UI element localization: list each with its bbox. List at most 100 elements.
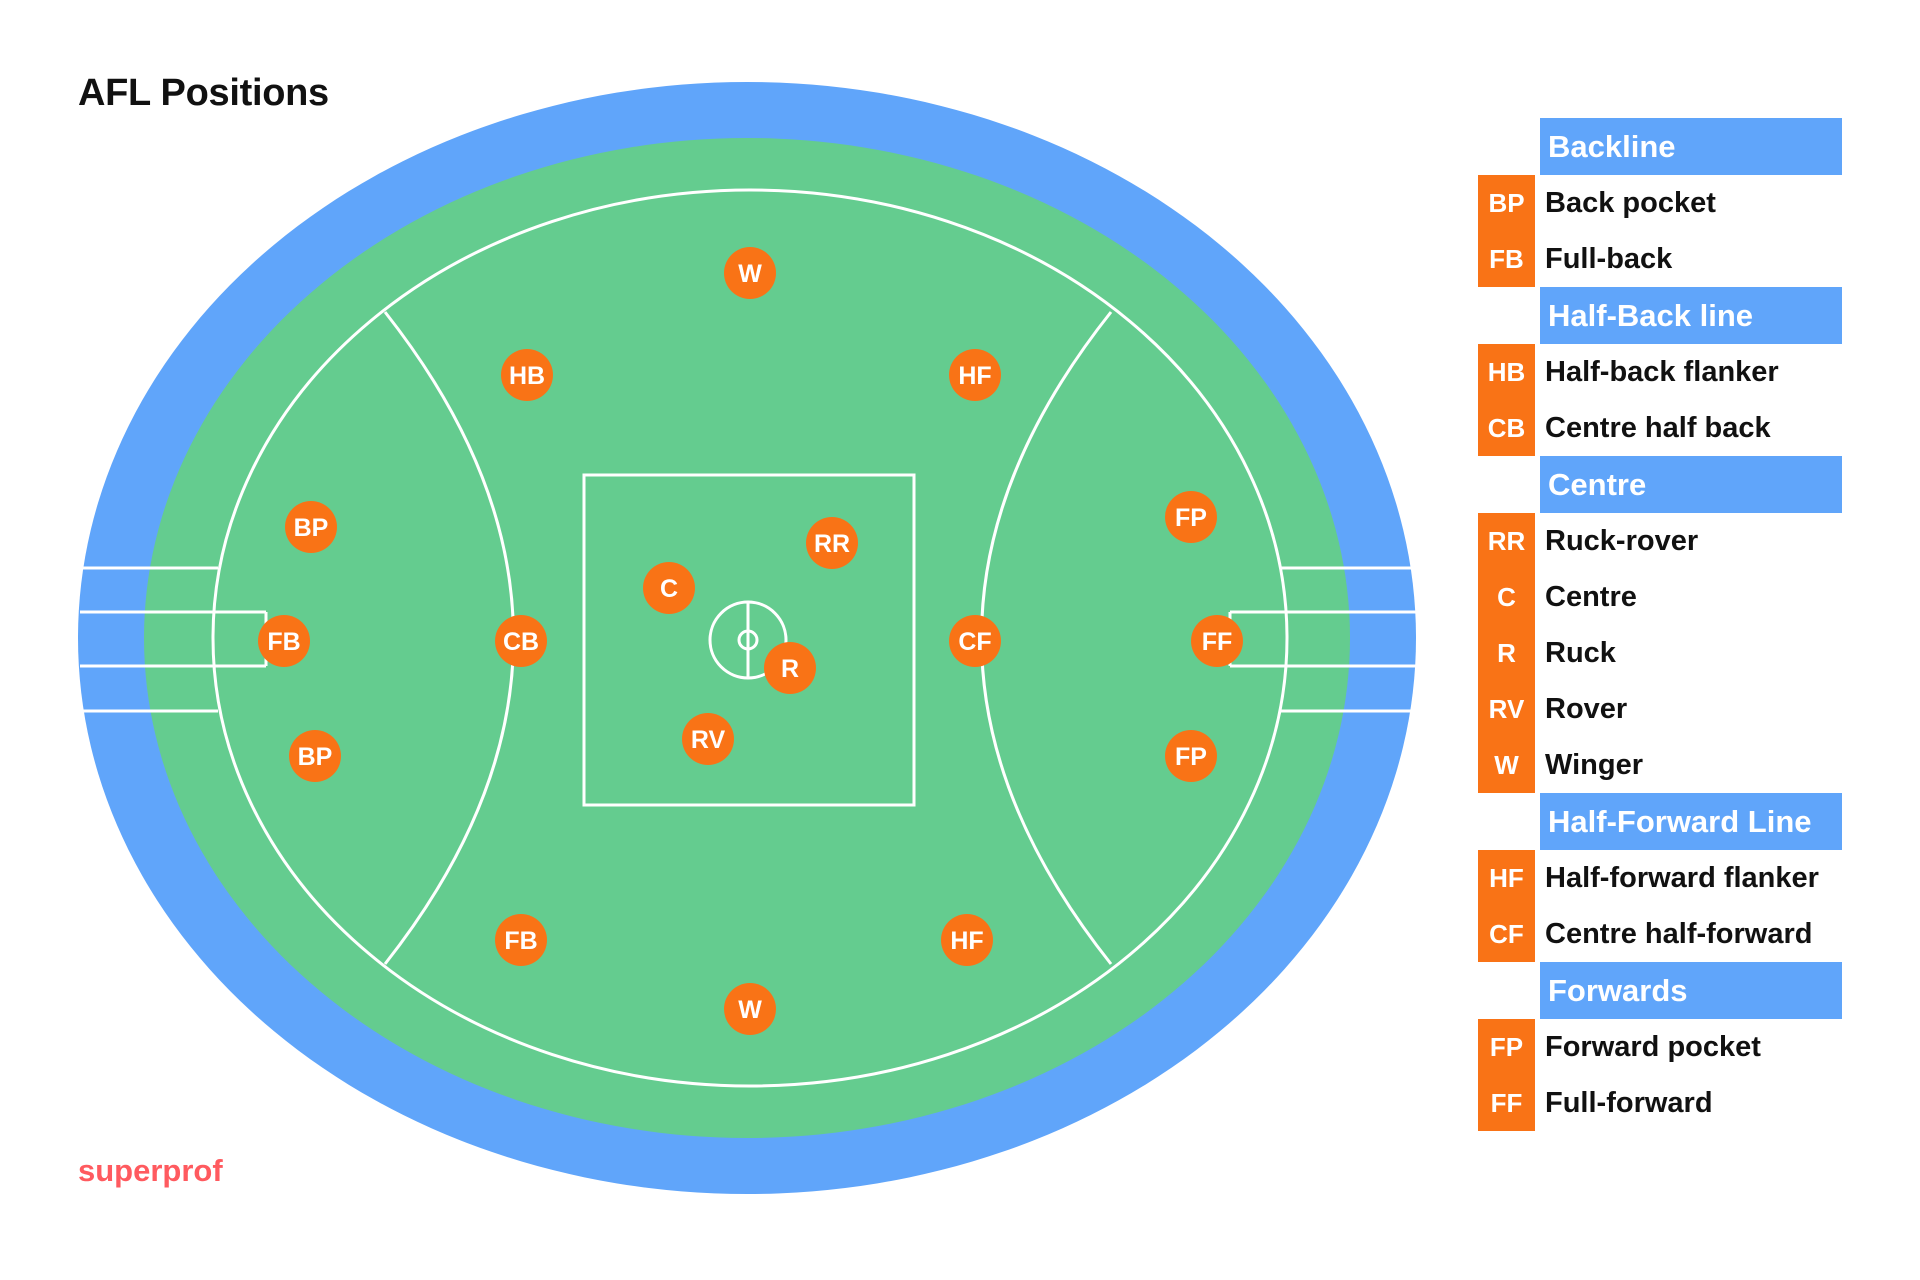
- page-title: AFL Positions: [78, 72, 329, 114]
- legend-code-badge: BP: [1478, 175, 1535, 231]
- legend-row: R Ruck: [1478, 625, 1842, 681]
- legend-code-badge: FP: [1478, 1019, 1535, 1075]
- legend-code-badge: RV: [1478, 681, 1535, 737]
- legend-position-name: Full-forward: [1545, 1086, 1713, 1119]
- legend-row: W Winger: [1478, 737, 1842, 793]
- position-marker-label: HF: [958, 362, 991, 390]
- position-marker-label: BP: [294, 514, 329, 542]
- position-marker-circle: [1165, 491, 1217, 543]
- position-marker-circle: [682, 713, 734, 765]
- legend-code-badge: CF: [1478, 906, 1535, 962]
- legend-row: RV Rover: [1478, 681, 1842, 737]
- position-marker-hf: HF: [941, 914, 993, 966]
- position-marker-circle: [285, 501, 337, 553]
- position-marker-fp: FP: [1165, 730, 1217, 782]
- legend-row: FF Full-forward: [1478, 1075, 1842, 1131]
- position-marker-fb: FB: [495, 914, 547, 966]
- position-marker-label: FB: [504, 927, 537, 955]
- legend-section-header: Half-Forward Line: [1540, 793, 1842, 850]
- position-marker-circle: [1191, 615, 1243, 667]
- legend-position-name: Ruck-rover: [1545, 524, 1699, 557]
- position-marker-label: FP: [1175, 504, 1207, 532]
- legend-position-name: Rover: [1545, 692, 1628, 725]
- position-marker-circle: [1165, 730, 1217, 782]
- position-marker-fb: FB: [258, 615, 310, 667]
- legend-position-name: Half-forward flanker: [1545, 861, 1819, 894]
- position-marker-circle: [806, 517, 858, 569]
- position-marker-label: FP: [1175, 743, 1207, 771]
- position-marker-c: C: [643, 562, 695, 614]
- position-markers: W HB HF BP FP RR C FB CB CF FF R RV BP FP FB HF W: [258, 247, 1243, 1035]
- position-marker-label: BP: [298, 743, 333, 771]
- centre-spot: [737, 629, 759, 651]
- position-marker-r: R: [764, 642, 816, 694]
- position-marker-circle: [289, 730, 341, 782]
- position-marker-bp: BP: [289, 730, 341, 782]
- position-marker-label: CF: [958, 628, 991, 656]
- legend-row: FP Forward pocket: [1478, 1019, 1842, 1075]
- position-marker-circle: [941, 914, 993, 966]
- position-marker-label: FB: [267, 628, 300, 656]
- position-marker-label: C: [660, 575, 678, 603]
- position-marker-circle: [495, 914, 547, 966]
- legend-row: RR Ruck-rover: [1478, 513, 1842, 569]
- legend-row: HB Half-back flanker: [1478, 344, 1842, 400]
- position-marker-ff: FF: [1191, 615, 1243, 667]
- position-marker-label: W: [738, 260, 762, 288]
- position-marker-bp: BP: [285, 501, 337, 553]
- position-marker-hb: HB: [501, 349, 553, 401]
- legend-position-name: Centre: [1545, 580, 1637, 613]
- legend-row: HF Half-forward flanker: [1478, 850, 1842, 906]
- legend-section-header: Centre: [1540, 456, 1842, 513]
- position-marker-circle: [949, 349, 1001, 401]
- position-marker-circle: [724, 983, 776, 1035]
- position-marker-cf: CF: [949, 615, 1001, 667]
- legend-position-name: Centre half-forward: [1545, 917, 1813, 950]
- position-marker-circle: [724, 247, 776, 299]
- legend-position-name: Half-back flanker: [1545, 355, 1779, 388]
- legend-section-header: Half-Back line: [1540, 287, 1842, 344]
- legend-code-badge: W: [1478, 737, 1535, 793]
- legend-position-name: Winger: [1545, 748, 1644, 781]
- legend-code-badge: FF: [1478, 1075, 1535, 1131]
- position-marker-circle: [501, 349, 553, 401]
- position-marker-label: RV: [691, 726, 726, 754]
- brand-logo: superprof: [78, 1153, 223, 1188]
- legend-row: FB Full-back: [1478, 231, 1842, 287]
- legend-code-badge: RR: [1478, 513, 1535, 569]
- position-marker-rr: RR: [806, 517, 858, 569]
- legend-code-badge: HB: [1478, 344, 1535, 400]
- position-marker-label: RR: [814, 530, 850, 558]
- position-marker-label: HB: [509, 362, 545, 390]
- legend-position-name: Centre half back: [1545, 411, 1771, 444]
- afl-field-diagram: W HB HF BP FP RR C FB CB CF FF R RV BP FP FB HF W: [78, 82, 1416, 1194]
- position-marker-circle: [258, 615, 310, 667]
- centre-square: [582, 473, 916, 807]
- position-marker-circle: [764, 642, 816, 694]
- position-marker-w: W: [724, 983, 776, 1035]
- position-marker-fp: FP: [1165, 491, 1217, 543]
- legend-position-name: Full-back: [1545, 242, 1673, 275]
- legend-section-header: Forwards: [1540, 962, 1842, 1019]
- legend-position-name: Ruck: [1545, 636, 1616, 669]
- legend-position-name: Back pocket: [1545, 186, 1716, 219]
- legend-row: BP Back pocket: [1478, 175, 1842, 231]
- position-marker-label: W: [738, 996, 762, 1024]
- legend-section-header: Backline: [1540, 118, 1842, 175]
- legend-code-badge: HF: [1478, 850, 1535, 906]
- legend-row: C Centre: [1478, 569, 1842, 625]
- position-marker-hf: HF: [949, 349, 1001, 401]
- position-marker-label: CB: [503, 628, 539, 656]
- boundary-line: [211, 188, 1289, 1088]
- legend-position-name: Forward pocket: [1545, 1030, 1761, 1063]
- legend-code-badge: R: [1478, 625, 1535, 681]
- legend-code-badge: FB: [1478, 231, 1535, 287]
- position-marker-rv: RV: [682, 713, 734, 765]
- legend-code-badge: C: [1478, 569, 1535, 625]
